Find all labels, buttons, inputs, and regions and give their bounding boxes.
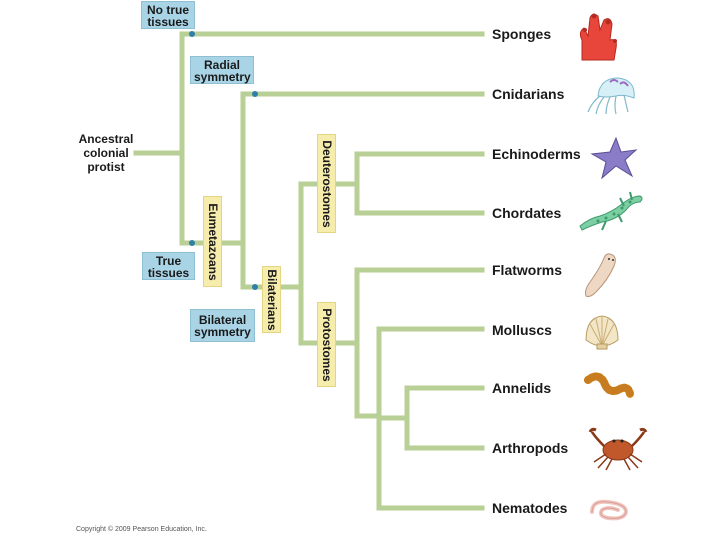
character-line: tissues — [147, 266, 190, 280]
taxon-molluscs: Molluscs — [492, 322, 552, 338]
sea-star-icon — [590, 136, 638, 180]
ancestor-label: Ancestral colonial protist — [66, 132, 146, 174]
ancestor-line-3: protist — [87, 160, 125, 174]
character-line: No true — [147, 3, 189, 17]
node-dot-radial-symmetry — [252, 91, 258, 97]
character-true-tissues: True tissues — [142, 252, 195, 280]
flatworm-icon — [585, 253, 616, 297]
clade-deuterostomes: Deuterostomes — [317, 134, 336, 233]
ancestor-line-2: colonial — [83, 146, 129, 160]
taxon-sponges: Sponges — [492, 26, 552, 42]
character-radial-symmetry: Radial symmetry — [190, 56, 254, 84]
taxon-arthropods: Arthropods — [492, 440, 569, 456]
crab-icon — [588, 427, 648, 471]
character-line: Radial — [203, 58, 240, 72]
clade-label: Bilaterians — [264, 268, 279, 331]
taxon-echinoderms: Echinoderms — [492, 146, 581, 162]
taxon-cnidarians: Cnidarians — [492, 86, 565, 102]
jellyfish-icon — [587, 77, 635, 115]
character-line: symmetry — [194, 325, 251, 339]
roundworm-icon — [590, 499, 629, 521]
clade-protostomes: Protostomes — [317, 302, 336, 387]
copyright-notice: Copyright © 2009 Pearson Education, Inc. — [76, 526, 207, 533]
clade-label: Deuterostomes — [319, 139, 334, 228]
clade-eumetazoans: Eumetazoans — [203, 196, 222, 287]
shell-icon — [585, 315, 619, 350]
taxon-annelids: Annelids — [492, 380, 552, 396]
node-dot-bilateral-symmetry — [252, 284, 258, 290]
taxon-flatworms: Flatworms — [492, 262, 563, 278]
character-line: True — [155, 254, 182, 268]
gecko-icon — [579, 191, 643, 231]
character-no-true-tissues: No true tissues — [141, 1, 195, 29]
character-bilateral-symmetry: Bilateral symmetry — [190, 309, 255, 342]
node-dot-true-tissues — [189, 240, 195, 246]
sponge-icon — [579, 13, 617, 61]
clade-label: Protostomes — [319, 307, 334, 382]
earthworm-icon — [584, 372, 634, 398]
taxon-chordates: Chordates — [492, 205, 562, 221]
node-dot-no-true-tissues — [189, 31, 195, 37]
taxon-nematodes: Nematodes — [492, 500, 568, 516]
character-line: Bilateral — [198, 313, 247, 327]
ancestor-line-1: Ancestral — [78, 132, 134, 146]
clade-label: Eumetazoans — [205, 202, 220, 281]
clade-bilaterians: Bilaterians — [262, 266, 281, 333]
character-line: symmetry — [194, 70, 251, 84]
character-line: tissues — [147, 15, 189, 29]
